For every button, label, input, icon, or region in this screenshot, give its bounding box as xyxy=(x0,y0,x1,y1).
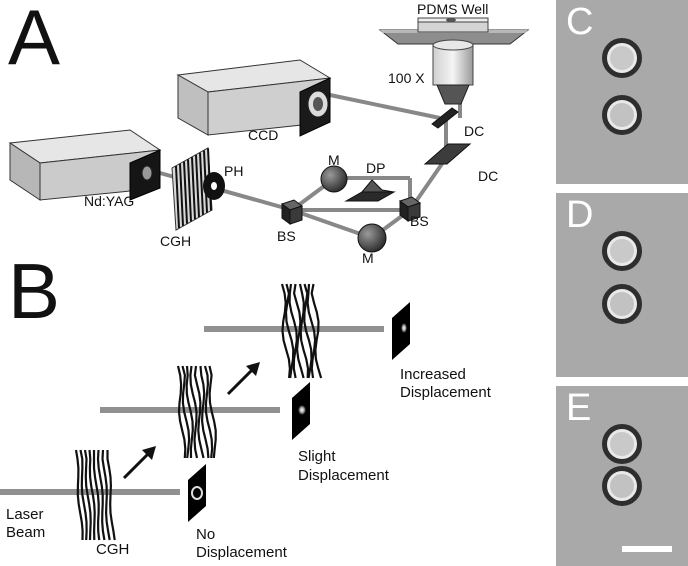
beam-splitter-left xyxy=(280,199,304,225)
label-slight-1: Slight xyxy=(298,448,336,465)
label-laser-beam-2: Beam xyxy=(6,524,46,541)
label-cgh-setup: CGH xyxy=(160,233,192,249)
label-dp: DP xyxy=(366,160,386,176)
spot-no-displacement xyxy=(188,464,206,522)
trapped-cell xyxy=(602,466,642,506)
micrograph-d: D xyxy=(556,193,688,377)
spot-increased-displacement xyxy=(392,302,410,360)
label-cgh-schematic: CGH xyxy=(96,541,130,558)
progress-arrow-2 xyxy=(226,362,260,396)
label-mirror-lower: M xyxy=(362,250,374,266)
mirror-upper xyxy=(320,165,348,193)
ccd-camera xyxy=(176,59,332,137)
objective-lens xyxy=(432,39,474,105)
trapped-cell xyxy=(602,231,642,271)
panel-label-b: B xyxy=(8,247,61,335)
cgh-stage-1 xyxy=(74,449,116,541)
scale-bar xyxy=(622,546,672,552)
laser-source xyxy=(8,129,162,201)
cgh-hologram xyxy=(171,147,213,231)
panel-label-a: A xyxy=(8,0,61,81)
label-ccd: CCD xyxy=(248,127,279,143)
panel-label-e: E xyxy=(566,387,592,429)
label-pdms-well: PDMS Well xyxy=(417,1,489,17)
beam-splitter-right xyxy=(398,196,422,222)
dichroic-upper xyxy=(431,107,459,129)
label-dc-lower: DC xyxy=(478,168,499,184)
label-laser: Nd:YAG xyxy=(84,193,135,209)
mirror-lower xyxy=(357,223,387,253)
label-no-displacement-1: No xyxy=(196,526,216,543)
label-no-displacement-2: Displacement xyxy=(196,544,287,561)
cgh-stage-3 xyxy=(280,283,323,379)
label-slight-2: Displacement xyxy=(298,467,389,484)
dichroic-lower xyxy=(423,143,472,165)
pdms-well xyxy=(378,17,530,45)
label-ph: PH xyxy=(224,163,244,179)
micrograph-c: C xyxy=(556,0,688,184)
panel-label-c: C xyxy=(566,1,594,43)
cgh-stage-2 xyxy=(176,365,217,459)
label-objective: 100 X xyxy=(388,70,425,86)
label-increased-1: Increased xyxy=(400,366,466,383)
label-dc-upper: DC xyxy=(464,123,485,139)
label-increased-2: Displacement xyxy=(400,384,491,401)
micrograph-e: E xyxy=(556,386,688,566)
trapped-cell xyxy=(602,284,642,324)
label-bs-left: BS xyxy=(277,228,296,244)
spot-slight-displacement xyxy=(292,382,310,440)
label-bs-right: BS xyxy=(410,213,429,229)
progress-arrow-1 xyxy=(122,446,156,480)
label-laser-beam-1: Laser xyxy=(6,506,44,523)
trapped-cell xyxy=(602,38,642,78)
panel-label-d: D xyxy=(566,194,594,236)
trapped-cell xyxy=(602,424,642,464)
trapped-cell xyxy=(602,95,642,135)
label-mirror-upper: M xyxy=(328,152,340,168)
dove-prism xyxy=(344,179,396,202)
pinhole xyxy=(203,172,225,200)
